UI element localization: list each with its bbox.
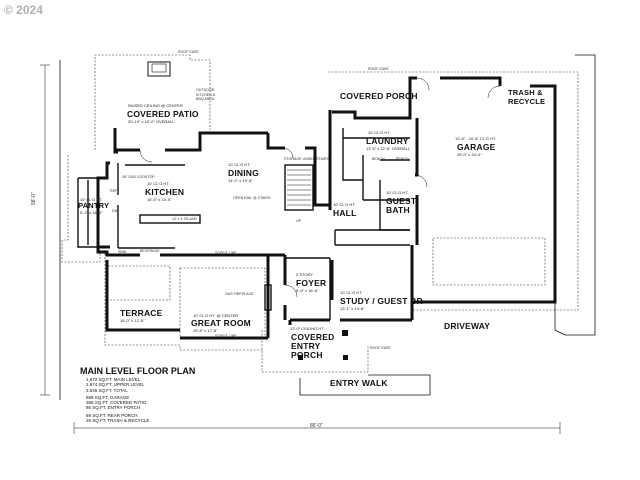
open-rail-note: OPEN RAIL @ STAIRS [233, 196, 271, 200]
garage-ceiling: 12'-8" - 10'-8" CL'G HT. [455, 136, 497, 141]
garage-dims: 29'-0" x 34'-0" [457, 152, 482, 157]
dimension-lines [40, 64, 561, 434]
dining-label: DINING [228, 168, 259, 178]
guest-bath-label: GUEST BATH [386, 196, 417, 215]
pantry-label: PANTRY [78, 201, 110, 210]
laundry-ceiling: 10' CL'G HT. [368, 130, 391, 135]
study-dims: 13'-1" x 14'-8" [340, 306, 365, 311]
copyright-watermark: © 2024 [4, 3, 43, 17]
terrace-label: TERRACE [120, 308, 163, 318]
bench-note-2: BENCH [396, 157, 409, 161]
area-line: 25 SQ.FT. TRASH & RECYCLE [86, 418, 150, 424]
porch-columns [298, 330, 348, 360]
area-line: 3,646 SQ.FT. TOTAL [86, 387, 128, 393]
dishwasher-note: DW [112, 209, 118, 213]
area-line: 1,672 SQ.FT. MAIN LEVEL [86, 377, 141, 382]
overall-depth-dim: 58'-0" [31, 192, 37, 205]
stair-up-note: UP [296, 219, 301, 223]
covered-patio-dims: 20'-10" x 18'-0" OVERALL [128, 119, 175, 124]
foyer-note: 2 STORY [296, 272, 313, 277]
terrace-dims: 18'-0" x 12'-8" [120, 318, 145, 323]
hall-ceiling: 10' CL'G HT. [333, 202, 356, 207]
roof-eave-note-3: ROOF EAVE [370, 346, 391, 350]
plan-title: MAIN LEVEL FLOOR PLAN [80, 366, 196, 376]
driveway-label: DRIVEWAY [444, 321, 491, 331]
laundry-label: LAUNDRY [366, 136, 409, 146]
site-lines [59, 54, 596, 400]
roof-eave-lines [61, 54, 579, 373]
gas-fireplace-note: GAS FIREPLACE [225, 292, 254, 296]
covered-porch-label: COVERED PORCH [340, 91, 418, 101]
study-label: STUDY / GUEST BR [340, 296, 423, 306]
sink-note: SINK [118, 250, 127, 254]
area-line: 86 SQ.FT. ENTRY PORCH [86, 405, 141, 411]
stair-treads [287, 169, 311, 206]
guest-bath-ceiling: 10' CL'G HT. [386, 190, 409, 195]
covered-patio-note: RAISED CEILING @ CENTER [128, 103, 183, 108]
soffit-note-1: SOFFIT LINE [215, 251, 237, 255]
gas-cooktop-note: 36" GAS COOKTOP [122, 175, 155, 179]
interior-walls [77, 128, 410, 320]
great-room-dims: 19'-8" x 17'-8" [193, 328, 218, 333]
area-line: 69 SQ.FT. REAR PORCH [86, 412, 138, 418]
hall-label: HALL [333, 208, 357, 218]
covered-entry-ceiling: 12'-0" CEILING HT. [290, 326, 325, 331]
entry-walk-label: ENTRY WALK [330, 378, 388, 388]
dining-dims: 14'-0" x 19'-5" [228, 178, 253, 183]
beverage-note: BEVERAGE [140, 249, 160, 253]
pantry-ceiling: 10' CL'G HT. [80, 197, 103, 202]
door-swings [139, 77, 501, 298]
bench-note-1: BENCH [372, 157, 385, 161]
refrigerator-note: REF [110, 189, 118, 193]
kitchen-ceiling: 10' CL'G HT. [147, 181, 170, 186]
kitchen-label: KITCHEN [145, 187, 185, 197]
area-summary: 1,672 SQ.FT. MAIN LEVEL 1,974 SQ.FT. UPP… [86, 377, 149, 423]
area-line: 869 SQ.FT. GARAGE [86, 394, 130, 400]
roof-eave-note-1: ROOF EAVE [178, 50, 199, 54]
great-room-label: GREAT ROOM [191, 318, 251, 328]
island-note: 10' x 4' ISLAND [172, 217, 198, 221]
outdoor-grill [147, 61, 171, 77]
area-line: 356 SQ.FT. COVERED PATIO [86, 400, 147, 406]
laundry-dims: 13'-5" x 12'-6" OVERALL [366, 146, 411, 151]
garage-label: GARAGE [457, 142, 496, 152]
area-line: 1,974 SQ.FT. UPPER LEVEL [86, 382, 145, 388]
overall-width-dim: 85'-0" [310, 423, 323, 429]
study-ceiling: 10' CL'G HT. [340, 290, 363, 295]
great-room-note: 10' CL'G HT. @ CENTER [193, 313, 239, 318]
pantry-dims: 5'-2" x 14'-9" [80, 210, 103, 215]
soffit-note-2: SOFFIT LINE [215, 334, 237, 338]
exterior-walls [96, 76, 557, 340]
roof-eave-note-2: ROOF EAVE [368, 67, 389, 71]
covered-entry-label: COVERED ENTRY PORCH [291, 332, 335, 360]
kitchen-dims: 15'-5" x 15'-5" [147, 197, 172, 202]
storage-note: STORAGE UNDER STAIRS [284, 157, 329, 161]
dining-ceiling: 10' CL'G HT. [228, 162, 251, 167]
outdoor-kitchen-note: OUTDOOR KITCHEN & BBQ AREA [196, 88, 216, 101]
foyer-label: FOYER [296, 278, 327, 288]
foyer-dims: 8'-9" x 16'-6" [296, 288, 319, 293]
covered-patio-label: COVERED PATIO [127, 109, 199, 119]
trash-recycle-label: TRASH & RECYCLE [508, 88, 546, 106]
